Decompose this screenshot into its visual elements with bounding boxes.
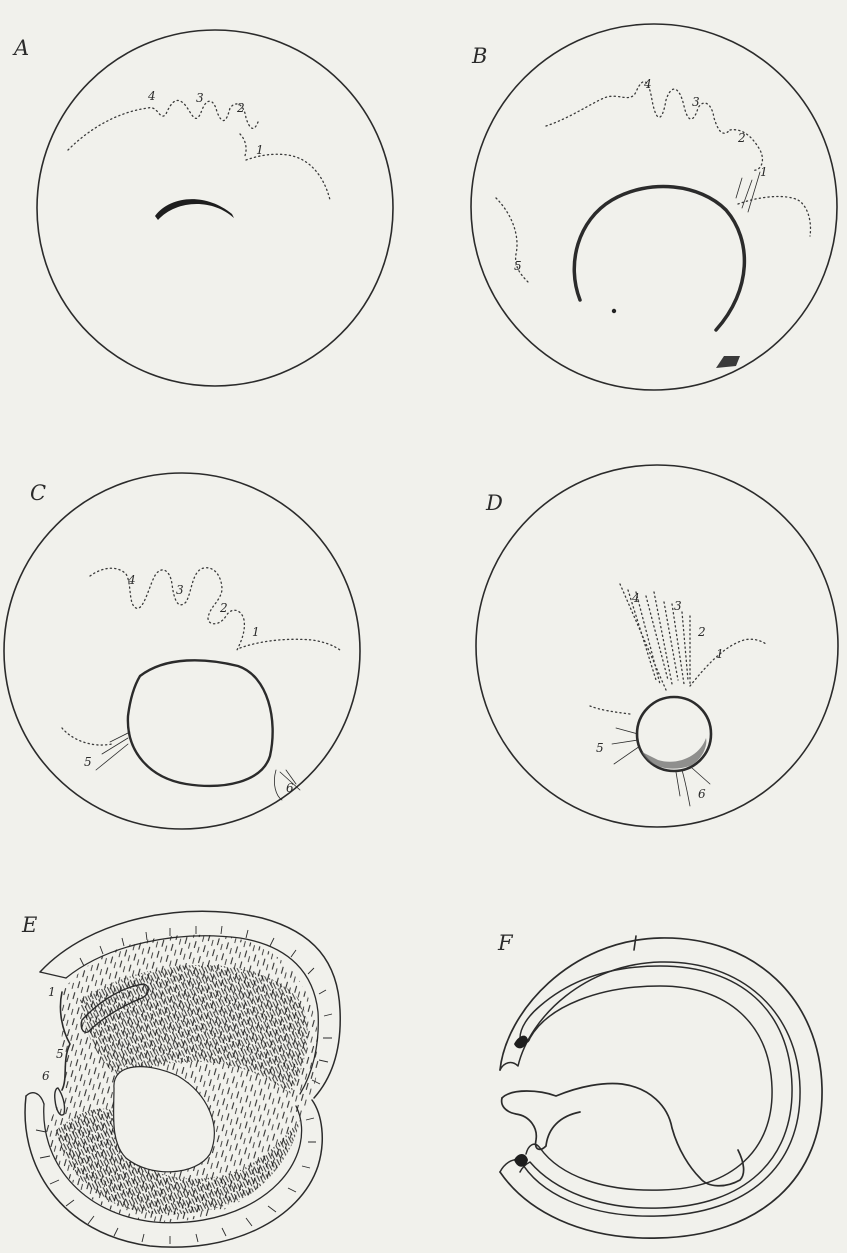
panel-d-label-3: 3 xyxy=(674,599,682,613)
panel-a-arch-1 xyxy=(240,134,246,158)
panel-b-right-line xyxy=(738,197,811,236)
panel-c-label-2: 2 xyxy=(219,601,228,615)
panel-d-label-1: 1 xyxy=(716,647,724,661)
panel-d-label-4: 4 xyxy=(631,591,640,605)
panel-b-label-1: 1 xyxy=(760,165,768,179)
panel-c-strands-5 xyxy=(96,732,130,770)
panel-e-upper-wall-end xyxy=(40,972,66,978)
panel-a-arch-line xyxy=(68,100,258,150)
panel-c-label-4: 4 xyxy=(127,573,136,587)
panel-f-outer-wall-inner xyxy=(500,962,800,1216)
panel-a-label-1: 1 xyxy=(256,143,264,157)
panel-b-notch xyxy=(716,356,740,368)
panel-b-label-3: 3 xyxy=(692,95,700,109)
panel-c-label-1: 1 xyxy=(252,625,260,639)
panel-b-arch-2 xyxy=(730,130,762,171)
panel-d-strands-5 xyxy=(612,728,640,764)
panel-b-dot xyxy=(612,309,616,313)
panel-b-letter: B xyxy=(471,44,487,68)
panel-d: D 4 3 2 1 5 6 xyxy=(476,465,838,827)
panel-d-right-line xyxy=(690,639,766,686)
panel-f-inner-wall-outer xyxy=(520,966,792,1208)
panel-a-letter: A xyxy=(12,36,29,60)
panel-c: C 4 3 2 1 5 6 xyxy=(4,473,360,829)
panel-b-left-line xyxy=(496,198,528,282)
panel-a-label-4: 4 xyxy=(147,89,156,103)
panel-c-round-mass xyxy=(128,660,273,786)
panel-e-label-6: 6 xyxy=(42,1069,50,1083)
panel-e-label-1: 1 xyxy=(48,985,56,999)
panel-f-letter: F xyxy=(497,931,514,955)
panel-f-upper-fold-tip xyxy=(514,1036,528,1049)
panel-a-crescent xyxy=(155,199,234,220)
panel-c-label-3: 3 xyxy=(176,583,184,597)
panel-d-label-2: 2 xyxy=(697,625,706,639)
panel-e-label-5: 5 xyxy=(56,1047,64,1061)
panel-f-inner-wall-inner xyxy=(520,986,772,1190)
panel-c-label-6: 6 xyxy=(286,781,294,795)
panel-c-right-line xyxy=(240,639,340,650)
panel-e-lower-wall-end xyxy=(26,1093,44,1104)
panel-b-arc-strands xyxy=(736,172,760,212)
panel-d-label-5: 5 xyxy=(596,741,604,755)
panel-c-left-line xyxy=(62,728,112,745)
panel-d-label-6: 6 xyxy=(698,787,706,801)
panel-a-label-2: 2 xyxy=(236,101,245,115)
panel-c-label-5: 5 xyxy=(84,755,92,769)
panel-f: F xyxy=(497,931,822,1238)
panel-b-label-4: 4 xyxy=(643,77,652,91)
panel-f-top-mark xyxy=(634,936,636,950)
panel-d-left-line xyxy=(590,706,630,714)
panel-a-right-line xyxy=(246,154,330,200)
panel-a-outline-circle xyxy=(37,30,393,386)
panel-b-label-2: 2 xyxy=(737,131,746,145)
panel-b-outline-circle xyxy=(471,24,837,390)
panel-d-outline-circle xyxy=(476,465,838,827)
panel-a-label-3: 3 xyxy=(196,91,204,105)
panel-c-outline-circle xyxy=(4,473,360,829)
panel-f-inner-lobe-bottom xyxy=(502,1098,580,1149)
panel-f-outer-wall-outer xyxy=(500,938,822,1238)
panel-a: A 4 3 2 1 xyxy=(12,30,393,386)
panel-c-letter: C xyxy=(30,481,46,505)
panel-b-label-5: 5 xyxy=(514,259,522,273)
panel-b-arc xyxy=(574,187,744,330)
panel-b: B 4 3 2 1 5 xyxy=(471,24,837,390)
panel-e: E 1 5 6 xyxy=(21,911,340,1247)
panel-d-letter: D xyxy=(485,491,503,515)
panel-b-arch-line xyxy=(546,82,730,134)
panel-e-letter: E xyxy=(21,913,37,937)
